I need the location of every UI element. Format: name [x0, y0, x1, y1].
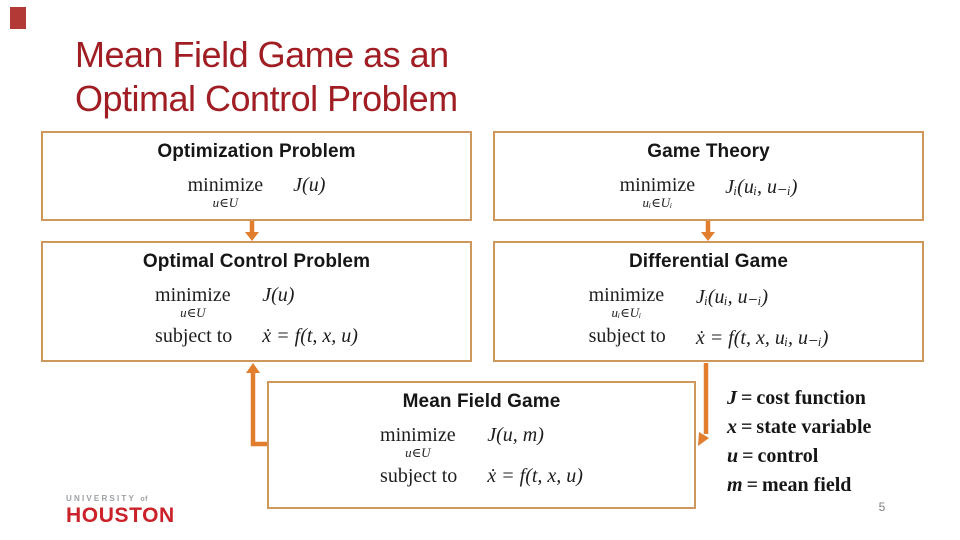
game-theory-math: minimize uᵢ∈Uᵢ Jᵢ(uᵢ, u₋ᵢ) — [620, 174, 798, 211]
minimize-word: minimize — [380, 424, 456, 446]
logo-university-word: UNIVERSITY — [66, 494, 136, 503]
legend-item-state-variable: x=state variable — [727, 413, 871, 442]
logo-of-word: of — [140, 496, 148, 503]
mean-field-math: minimize u∈U J(u, m) subject to ẋ = f(t,… — [380, 424, 583, 488]
legend-description: cost function — [756, 387, 866, 409]
legend-item-cost-function: J=cost function — [727, 384, 871, 413]
equals-sign: = — [741, 416, 753, 438]
logo-houston-text: HOUSTON — [66, 504, 175, 527]
objective-expression: J(u) — [262, 284, 295, 306]
legend-item-control: u=control — [727, 442, 871, 471]
optimization-math: minimize u∈U J(u) — [188, 174, 326, 211]
objective-expression: J(u, m) — [487, 424, 544, 446]
box-optimization-problem: Optimization Problem minimize u∈U J(u) — [41, 131, 472, 221]
minimize-word: minimize — [155, 284, 231, 306]
box-differential-game: Differential Game minimize uᵢ∈Uᵢ Jᵢ(uᵢ, … — [493, 241, 924, 362]
legend-symbol: x — [727, 416, 737, 438]
minimize-operator: minimize u∈U — [380, 424, 456, 461]
legend-symbol: m — [727, 474, 743, 496]
minimize-subscript: u∈U — [212, 195, 239, 210]
minimize-word: minimize — [187, 174, 264, 196]
equals-sign: = — [746, 474, 758, 496]
arrow-differential-game-to-mean-field — [698, 363, 709, 446]
legend-description: mean field — [761, 474, 852, 496]
subject-to-word: subject to — [380, 465, 458, 487]
minimize-operator: minimize u∈U — [155, 284, 231, 321]
minimize-subscript: uᵢ∈Uᵢ — [611, 305, 642, 320]
minimize-operator: minimize u∈U — [188, 174, 264, 211]
minimize-subscript: u∈U — [180, 305, 206, 320]
box-optimization-heading: Optimization Problem — [157, 141, 356, 162]
constraint-expression: ẋ = f(t, x, u) — [262, 325, 358, 347]
slide-title: Mean Field Game as an Optimal Control Pr… — [75, 33, 458, 121]
legend-symbol: J — [727, 387, 737, 409]
arrow-mean-field-to-optimal-control — [246, 363, 267, 447]
slide-title-line1: Mean Field Game as an — [75, 34, 449, 75]
constraint-expression: ẋ = f(t, x, uᵢ, u₋ᵢ) — [695, 327, 829, 349]
differential-game-math: minimize uᵢ∈Uᵢ Jᵢ(uᵢ, u₋ᵢ) subject to ẋ … — [589, 284, 829, 350]
legend-item-mean-field: m=mean field — [727, 471, 871, 500]
subject-to-word: subject to — [155, 325, 233, 347]
minimize-word: minimize — [588, 284, 665, 306]
subject-to-word: subject to — [588, 325, 666, 347]
slide-title-line2: Optimal Control Problem — [75, 78, 458, 119]
minimize-operator: minimize uᵢ∈Uᵢ — [589, 284, 665, 321]
legend-description: control — [757, 445, 819, 467]
university-of-houston-logo: UNIVERSITY of HOUSTON — [66, 494, 175, 528]
box-game-theory: Game Theory minimize uᵢ∈Uᵢ Jᵢ(uᵢ, u₋ᵢ) — [493, 131, 924, 221]
optimal-control-math: minimize u∈U J(u) subject to ẋ = f(t, x,… — [155, 284, 358, 348]
minimize-subscript: uᵢ∈Uᵢ — [642, 195, 673, 210]
objective-expression: Jᵢ(uᵢ, u₋ᵢ) — [695, 286, 769, 308]
objective-expression: J(u) — [293, 174, 326, 196]
minimize-subscript: u∈U — [405, 445, 431, 460]
equals-sign: = — [742, 445, 754, 467]
page-number: 5 — [878, 500, 886, 514]
box-optimal-control-problem: Optimal Control Problem minimize u∈U J(u… — [41, 241, 472, 362]
arrow-optimization-to-optimal-control — [245, 221, 259, 241]
objective-expression: Jᵢ(uᵢ, u₋ᵢ) — [725, 176, 798, 198]
logo-university-text: UNIVERSITY of — [66, 494, 175, 503]
box-optimal-control-heading: Optimal Control Problem — [142, 251, 371, 272]
minimize-word: minimize — [619, 174, 696, 196]
box-differential-game-heading: Differential Game — [628, 251, 789, 272]
box-game-theory-heading: Game Theory — [647, 141, 770, 162]
legend-description: state variable — [756, 416, 872, 438]
box-mean-field-heading: Mean Field Game — [402, 391, 561, 412]
equals-sign: = — [741, 387, 753, 409]
box-mean-field-game: Mean Field Game minimize u∈U J(u, m) sub… — [267, 381, 696, 509]
variable-legend: J=cost function x=state variable u=contr… — [727, 384, 871, 500]
red-corner-mark — [10, 7, 26, 29]
arrow-game-theory-to-differential-game — [701, 221, 715, 241]
minimize-operator: minimize uᵢ∈Uᵢ — [620, 174, 696, 211]
legend-symbol: u — [727, 445, 739, 467]
constraint-expression: ẋ = f(t, x, u) — [487, 465, 583, 487]
